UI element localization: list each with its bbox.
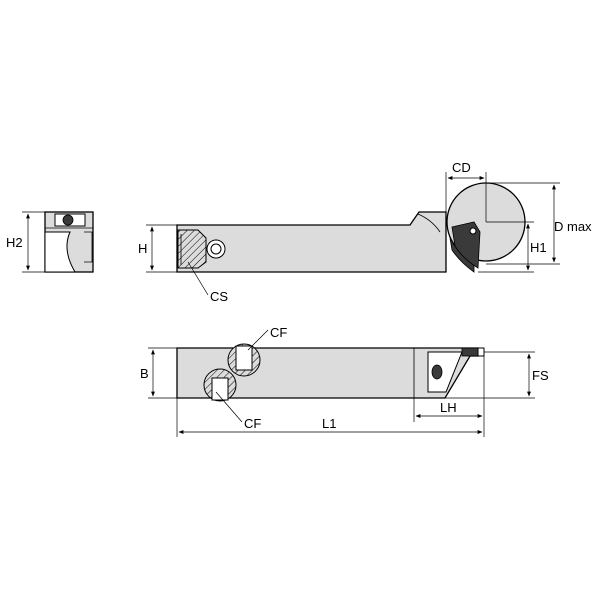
cf-port-bottom-bore [211,377,229,401]
cs-leader [187,261,209,296]
l1-label: L1 [322,416,336,431]
end-view-seat [84,231,93,263]
side-view-head-curve [417,213,441,233]
cd-label: CD [452,160,471,175]
end-view-screw [62,214,74,226]
top-view-insert-tip [461,347,479,357]
top-view-insert-edge [477,347,485,357]
b-label: B [140,366,149,381]
cf-port-top-bore [235,345,253,371]
top-view-screw [431,364,443,380]
fs-label: FS [532,368,549,383]
lh-label: LH [440,400,457,415]
cf-bottom-leader [215,391,243,423]
end-view: H2 [6,211,94,273]
cf-bottom-label: CF [244,416,261,431]
side-view-insert-screw [469,227,477,235]
top-view: CF CF B FS LH L1 [140,325,549,437]
cf-top-label: CF [270,325,287,340]
cs-port-inner [210,243,222,255]
h1-label: H1 [530,240,547,255]
cs-label: CS [210,289,228,304]
dmax-label: D max [554,219,592,234]
end-view-cutout [44,231,76,273]
cs-hatched-port [177,229,207,269]
side-view: CS H CD D max H1 [138,160,592,304]
top-view-pocket [427,351,463,393]
h-label: H [138,241,147,256]
h2-label: H2 [6,235,23,250]
cf-top-leader [247,329,269,351]
